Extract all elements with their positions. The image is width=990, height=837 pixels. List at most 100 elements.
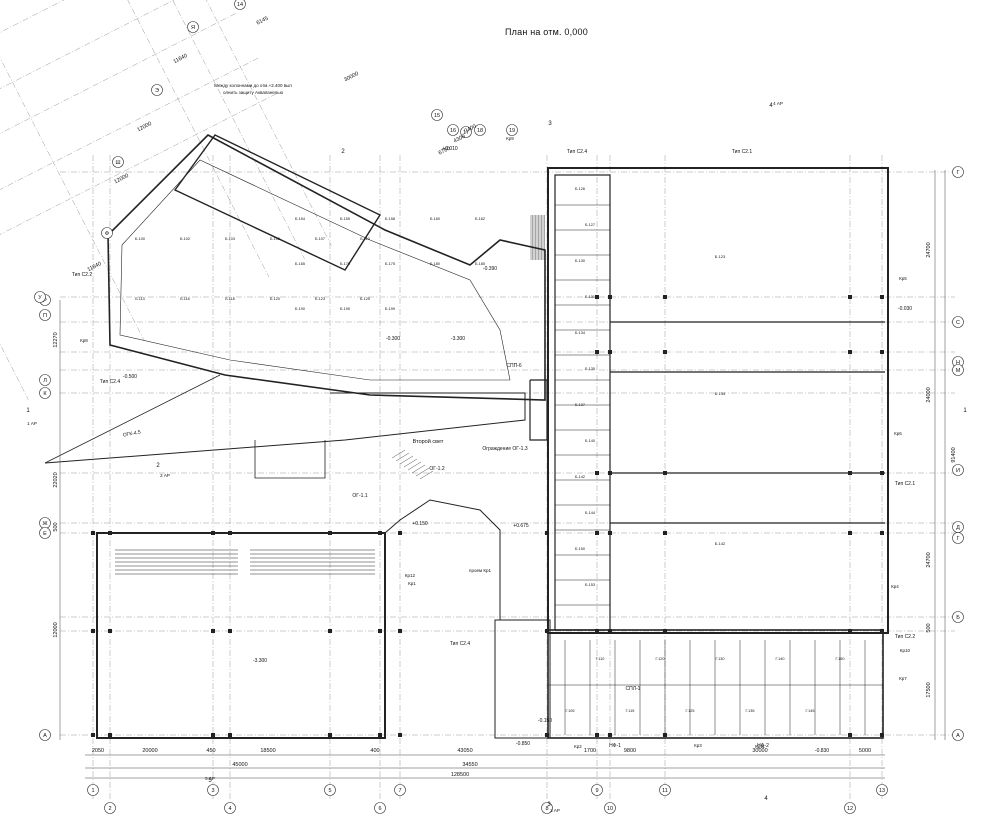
elevation-mark: +0.150: [412, 521, 428, 527]
column: [880, 295, 884, 299]
label-second-light: Второй свет: [413, 438, 444, 445]
elevation-mark: -0.300: [386, 336, 400, 342]
kp-mark: Кр7: [899, 676, 907, 681]
column: [328, 531, 332, 535]
axis-line-diag: [127, 0, 270, 278]
axis-bubble-top-label: 14: [237, 2, 243, 8]
room-tag: Б.165: [295, 262, 305, 266]
column: [91, 531, 95, 535]
section-mark: 2: [341, 149, 345, 155]
section-mark: 2: [156, 463, 160, 469]
room-tag: Б.150: [575, 547, 585, 551]
stair-step: [411, 464, 426, 474]
axis-line-diag: [0, 57, 145, 341]
axis-bubble-right: [952, 364, 964, 376]
room-tag-large: Б.123: [715, 254, 726, 259]
room-tag: Г.125: [686, 709, 695, 713]
stair-core: [529, 379, 548, 441]
axis-bubble-bottom-label: 9: [595, 788, 598, 794]
note-line: олнить защиту Аквапанелью: [223, 90, 284, 95]
dim-text: 2050: [92, 748, 104, 754]
dim-text: 11640: [173, 53, 189, 65]
room-tag: Б.190: [295, 307, 305, 311]
column: [880, 733, 884, 737]
hall-right: [547, 167, 889, 634]
elevation-mark: -3.300: [253, 658, 267, 664]
section-mark: 5: [208, 778, 212, 784]
axis-bubble-diag-label: Ф: [105, 231, 109, 237]
column: [211, 733, 215, 737]
room-tag: Г.135: [746, 709, 755, 713]
axis-bubble-top: [460, 126, 472, 138]
dim-text: 400: [370, 748, 379, 754]
kp-mark: Кр11: [755, 744, 765, 749]
column: [880, 629, 884, 633]
column: [595, 350, 599, 354]
axis-bubble-top: [447, 124, 459, 136]
ramp: [44, 392, 526, 464]
kp-mark: Кр1: [408, 581, 416, 586]
axis-line-diag: [0, 93, 277, 235]
section-mark: 1: [26, 408, 30, 414]
axis-bubble-right-label: Д: [956, 525, 960, 531]
room-tag: Г.150: [836, 657, 845, 661]
axis-bubble-left-label: Ж: [42, 521, 47, 527]
dim-text: 91400: [951, 447, 957, 462]
axis-bubble-right-label: А: [956, 733, 960, 739]
room-tag: Б.120: [270, 297, 280, 301]
axis-bubble-bottom: [104, 802, 116, 814]
axis-bubbles: 12345678910111213ГСНМИДГБАРПЛКЖЕАЯЭШФУ14…: [34, 0, 964, 814]
kp-mark: Кр2: [574, 744, 582, 749]
room-tag: Г.140: [776, 657, 785, 661]
axis-bubble-bottom-label: 12: [847, 806, 853, 812]
pool-area: [173, 134, 382, 271]
axis-bubble-right-label: Н: [956, 360, 960, 366]
kp-mark: Кр10: [900, 648, 911, 653]
elevation-mark: -0.030: [898, 306, 912, 312]
room-tag: Б.130: [575, 259, 585, 263]
label-ogk: ОГК-4.5: [122, 429, 141, 438]
column: [608, 733, 612, 737]
column: [608, 350, 612, 354]
axis-bubble-diag-label: Я: [191, 25, 195, 31]
room-tag: Б.162: [475, 217, 485, 221]
column: [663, 471, 667, 475]
axis-bubble-bottom-label: 7: [398, 788, 401, 794]
label-fence: Ограждение ОГ-1.3: [482, 446, 527, 452]
column: [880, 350, 884, 354]
section-sheet: 3 АР: [550, 808, 560, 813]
corridor-rooms: [554, 174, 611, 631]
elevation-mark: +0.675: [513, 523, 529, 529]
type-c24: Тип С2.4: [100, 379, 121, 385]
room-tag: Б.180: [430, 262, 440, 266]
room-tag-large: Б.134: [715, 391, 726, 396]
axis-bubble-left-label: Е: [43, 531, 47, 537]
axis-bubble-left-label: Р: [43, 298, 47, 304]
label-spl: СПЛ-1: [626, 686, 641, 692]
rotated-wing: [107, 134, 546, 401]
room-tag: Б.100: [135, 237, 145, 241]
room-tag: Б.125: [360, 297, 370, 301]
axis-bubble-right-label: Б: [956, 615, 960, 621]
axis-bubble-top: [506, 124, 518, 136]
column: [595, 733, 599, 737]
axis-bubble-right-label: И: [956, 468, 960, 474]
room-tag: Б.107: [315, 237, 325, 241]
axis-bubble-bottom-label: 2: [108, 806, 111, 812]
axis-bubble-bottom-label: 3: [211, 788, 214, 794]
room-tag: Б.175: [385, 262, 395, 266]
axis-bubble-right: [952, 611, 964, 623]
entrance-vestibule: [494, 619, 551, 739]
axis-bubble-left: [39, 309, 51, 321]
room-tag: Г.120: [656, 657, 665, 661]
axis-bubble-bottom-label: 5: [328, 788, 331, 794]
room-tag: Б.135: [585, 367, 595, 371]
axis-bubble-left-label: П: [43, 313, 47, 319]
column: [848, 629, 852, 633]
stair-step: [399, 455, 414, 465]
axis-bubble-top: [431, 109, 443, 121]
room-tag: Г.145: [806, 709, 815, 713]
stair-step: [415, 467, 430, 477]
dim-text: 4300: [453, 134, 467, 145]
section-sheet: 5 АР: [205, 776, 215, 781]
